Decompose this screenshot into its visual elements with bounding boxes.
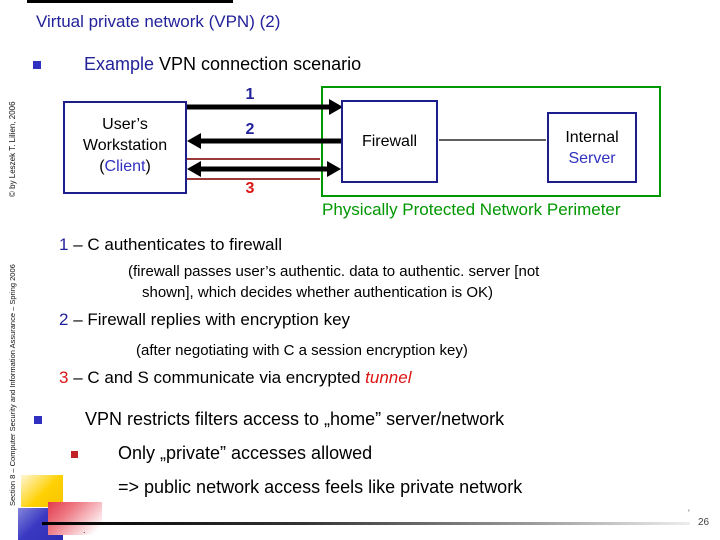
arrow-3-right-head-icon: [327, 161, 341, 177]
arrow-2-label: 2: [245, 121, 255, 138]
square-bullet-icon: [33, 61, 41, 69]
decor-pink-square: [48, 502, 102, 535]
square-sub-bullet-icon: [71, 451, 78, 458]
sidebar-section-label: Section 8 – Computer Security and Inform…: [8, 264, 17, 506]
client-box-line2: Workstation: [82, 137, 168, 154]
decor-yellow-square: [21, 475, 63, 507]
step-3-number: 3: [59, 368, 69, 387]
firewall-label: Firewall: [361, 132, 418, 150]
perimeter-caption: Physically Protected Network Perimeter: [322, 200, 621, 219]
step-1-number: 1: [59, 235, 69, 254]
intro-highlight: Example: [84, 54, 155, 74]
step-1-line: 1 – C authenticates to firewall: [59, 235, 282, 255]
step-2-line: 2 – Firewall replies with encryption key: [59, 310, 350, 330]
step-3-emphasis: tunnel: [365, 368, 412, 387]
page-number: 26: [698, 517, 710, 528]
arrow-1-label: 1: [245, 86, 255, 103]
slide-title: Virtual private network (VPN) (2): [36, 12, 281, 31]
step-3-line: 3 – C and S communicate via encrypted tu…: [59, 368, 412, 388]
client-workstation-box: User’s Workstation (Client): [63, 101, 187, 194]
client-paren-close: ): [145, 158, 151, 175]
server-line1: Internal: [565, 129, 619, 146]
intro-bullet-text: Example VPN connection scenario: [84, 54, 361, 75]
summary-main: VPN restricts filters access to „home” s…: [85, 409, 505, 429]
summary-sub: Only „private” accesses allowed: [118, 443, 373, 463]
step-1-text: – C authenticates to firewall: [68, 235, 283, 254]
arrow-3-label: 3: [245, 180, 255, 197]
step-2-text: – Firewall replies with encryption key: [68, 310, 351, 329]
client-box-line1: User’s: [102, 116, 148, 133]
summary-conclusion: => public network access feels like priv…: [118, 477, 523, 497]
intro-rest: VPN connection scenario: [154, 54, 362, 74]
arrow-2-head-icon: [187, 133, 201, 149]
square-bullet-icon: [34, 416, 42, 424]
footer-dot-mark: .: [83, 525, 86, 535]
firewall-box: Firewall: [341, 100, 438, 183]
step-2-number: 2: [59, 310, 69, 329]
step-1-note-line2: shown], which decides whether authentica…: [142, 284, 494, 301]
top-divider-line: [27, 0, 233, 3]
internal-server-box: Internal Server: [547, 112, 637, 183]
client-box-line3: (Client): [65, 156, 185, 177]
footer-tick-mark: ': [688, 508, 690, 518]
footer-divider-line: [42, 522, 690, 525]
sidebar-copyright: © by Leszek T. Lilien, 2006: [8, 101, 17, 197]
step-1-note-line1: (firewall passes user’s authentic. data …: [128, 263, 540, 280]
server-line2: Server: [568, 150, 616, 167]
arrow-1-head-icon: [329, 99, 343, 115]
step-3-text: – C and S communicate via encrypted: [68, 368, 366, 387]
step-2-note: (after negotiating with C a session encr…: [136, 342, 468, 359]
arrow-3-left-head-icon: [187, 161, 201, 177]
client-word: Client: [104, 158, 146, 175]
client-paren-open: (: [99, 158, 105, 175]
